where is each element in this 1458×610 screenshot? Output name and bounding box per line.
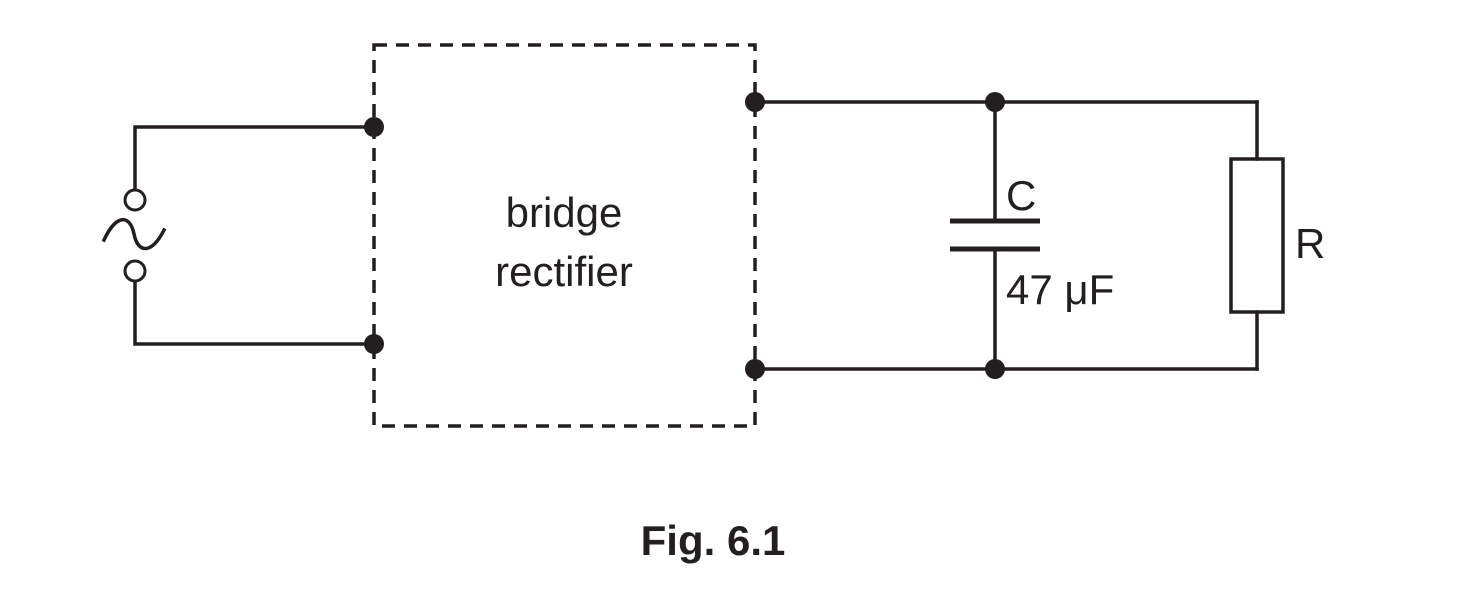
block-label-line2: rectifier <box>495 248 633 295</box>
capacitor-junction-bottom <box>985 359 1005 379</box>
ac-source-icon <box>101 218 167 251</box>
ac-terminal-top <box>123 188 147 212</box>
block-label-line1: bridge <box>506 189 623 236</box>
resistor-name-label: R <box>1295 220 1325 267</box>
rectifier-input-node-top <box>364 117 384 137</box>
bridge-rectifier-block <box>372 43 757 428</box>
rectifier-output-node-top <box>745 92 765 112</box>
capacitor-junction-top <box>985 92 1005 112</box>
capacitor-name-label: C <box>1006 172 1036 219</box>
ac-terminal-bottom <box>123 259 147 283</box>
figure-caption: Fig. 6.1 <box>641 517 786 564</box>
ac-supply-top-wire <box>133 125 374 192</box>
capacitor-value-label: 47 μF <box>1006 266 1114 313</box>
rectifier-output-node-bottom <box>745 359 765 379</box>
resistor-body <box>1229 157 1285 314</box>
ac-supply-bottom-wire <box>133 278 374 346</box>
rectifier-input-node-bottom <box>364 334 384 354</box>
